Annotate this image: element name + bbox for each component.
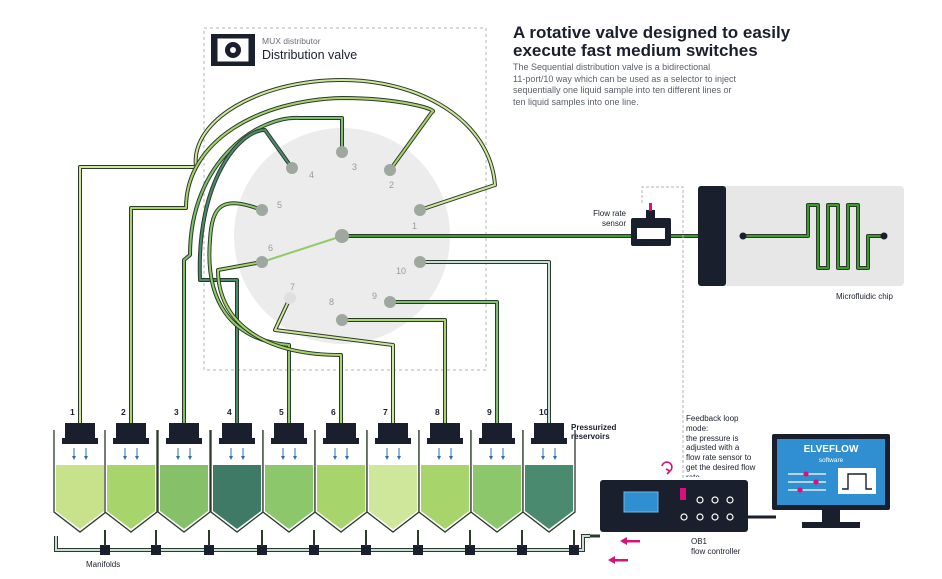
- feedback-line: adjusted with a: [686, 443, 740, 453]
- description-line: sequentially one liquid sample into ten …: [513, 85, 732, 95]
- manifolds-label: Manifolds: [86, 560, 121, 569]
- reservoir-tube: 2: [104, 407, 158, 533]
- valve-icon: [211, 34, 255, 66]
- controller-label: OB1 flow controller: [691, 537, 740, 556]
- description-line: 11-port/10 way which can be used as a se…: [513, 73, 736, 84]
- reservoir-tube: 7: [366, 407, 420, 533]
- manifold-block: [309, 530, 319, 555]
- feedback-line: Feedback loop: [686, 414, 739, 423]
- reservoir-number: 5: [279, 407, 284, 417]
- feedback-line: rate: [686, 473, 755, 477]
- feedback-line: the pressure is: [686, 433, 739, 443]
- feedback-line: get the desired flow: [686, 462, 756, 472]
- reservoirs-label-line: reservoirs: [571, 431, 610, 441]
- reservoir-number: 1: [70, 407, 75, 417]
- manifold-block: [257, 530, 267, 555]
- port-number: 1: [412, 221, 417, 231]
- port-number: 3: [352, 162, 357, 172]
- valve-port-numbers: 1 2 3 4 5 6 7 8 9 10: [268, 162, 417, 307]
- headline: A rotative valve designed to easily exec…: [513, 24, 790, 60]
- reservoir-tube: 6: [314, 407, 368, 533]
- reservoir-tube: 1: [53, 407, 107, 533]
- reservoir-tube: 10: [522, 407, 576, 533]
- headline-line: A rotative valve designed to easily: [513, 23, 791, 42]
- ob1-controller: [600, 480, 776, 532]
- computer-monitor: ELVEFLOW software: [772, 434, 890, 528]
- controller-label-line: flow controller: [691, 546, 741, 556]
- manifold-block: [413, 530, 423, 555]
- port-number: 7: [290, 282, 295, 292]
- mux-category: MUX distributor: [262, 36, 321, 46]
- reservoirs-label-line: Pressurized: [571, 423, 617, 432]
- pressurized-reservoirs: 1 2 3 4 5 6 7 8 9 10: [53, 407, 576, 533]
- port-number: 5: [277, 200, 282, 210]
- description: The Sequential distribution valve is a b…: [513, 62, 736, 108]
- port-number: 8: [329, 297, 334, 307]
- mux-title: Distribution valve: [262, 48, 358, 62]
- feedback-line: flow rate sensor to: [686, 453, 752, 463]
- reservoir-tube: 8: [418, 407, 472, 533]
- reservoir-number: 10: [539, 407, 549, 417]
- feedback-dashed-line: [641, 186, 684, 495]
- feedback-loop-text: Feedback loop mode: the pressure is adju…: [686, 414, 755, 477]
- flow-sensor-label: Flow rate sensor: [586, 209, 626, 228]
- manifold-block: [151, 530, 161, 555]
- reservoir-tube: 5: [262, 407, 316, 533]
- manifold-line: [54, 534, 600, 552]
- flow-arrow-icon: [608, 537, 640, 564]
- reservoir-number: 6: [331, 407, 336, 417]
- reservoir-number: 8: [435, 407, 440, 417]
- manifold-block: [517, 530, 527, 555]
- port-number: 10: [396, 266, 406, 276]
- manifolds: [100, 530, 579, 555]
- port-number: 2: [389, 180, 394, 190]
- feedback-line: mode:: [686, 423, 709, 433]
- microfluidic-chip: [698, 186, 904, 286]
- description-line: The Sequential distribution valve is a b…: [513, 62, 711, 72]
- reservoir-number: 3: [174, 407, 179, 417]
- port-number: 9: [372, 291, 377, 301]
- software-sub: software: [819, 457, 844, 464]
- reservoir-tube: 3: [157, 407, 211, 533]
- headline-line: execute fast medium switches: [513, 41, 758, 60]
- description-line: ten liquid samples into one line.: [513, 96, 639, 107]
- reservoir-number: 4: [227, 407, 232, 417]
- port-number: 6: [268, 243, 273, 253]
- feedback-loop-icon: [661, 461, 673, 475]
- reservoir-number: 7: [383, 407, 388, 417]
- manifold-block: [465, 530, 475, 555]
- manifold-block: [204, 530, 214, 555]
- valve-ports: [256, 146, 426, 326]
- reservoir-number: 2: [121, 407, 126, 417]
- port-number: 4: [309, 170, 314, 180]
- software-brand: ELVEFLOW: [804, 444, 859, 455]
- controller-label-line: OB1: [691, 537, 708, 546]
- tubing: [78, 78, 747, 427]
- manifold-block: [100, 530, 110, 555]
- flow-sensor-label-line: Flow rate: [593, 209, 626, 218]
- flow-sensor-label-line: sensor: [601, 218, 626, 228]
- manifold-block: [361, 530, 371, 555]
- reservoir-number: 9: [487, 407, 492, 417]
- chip-label: Microfluidic chip: [836, 292, 893, 301]
- reservoir-tube: 4: [210, 407, 264, 533]
- reservoirs-label: Pressurized reservoirs: [571, 423, 617, 441]
- reservoir-tube: 9: [470, 407, 524, 533]
- manifold-block: [569, 530, 579, 555]
- flow-rate-sensor: [631, 203, 671, 246]
- valve-dashed-box: [203, 27, 487, 371]
